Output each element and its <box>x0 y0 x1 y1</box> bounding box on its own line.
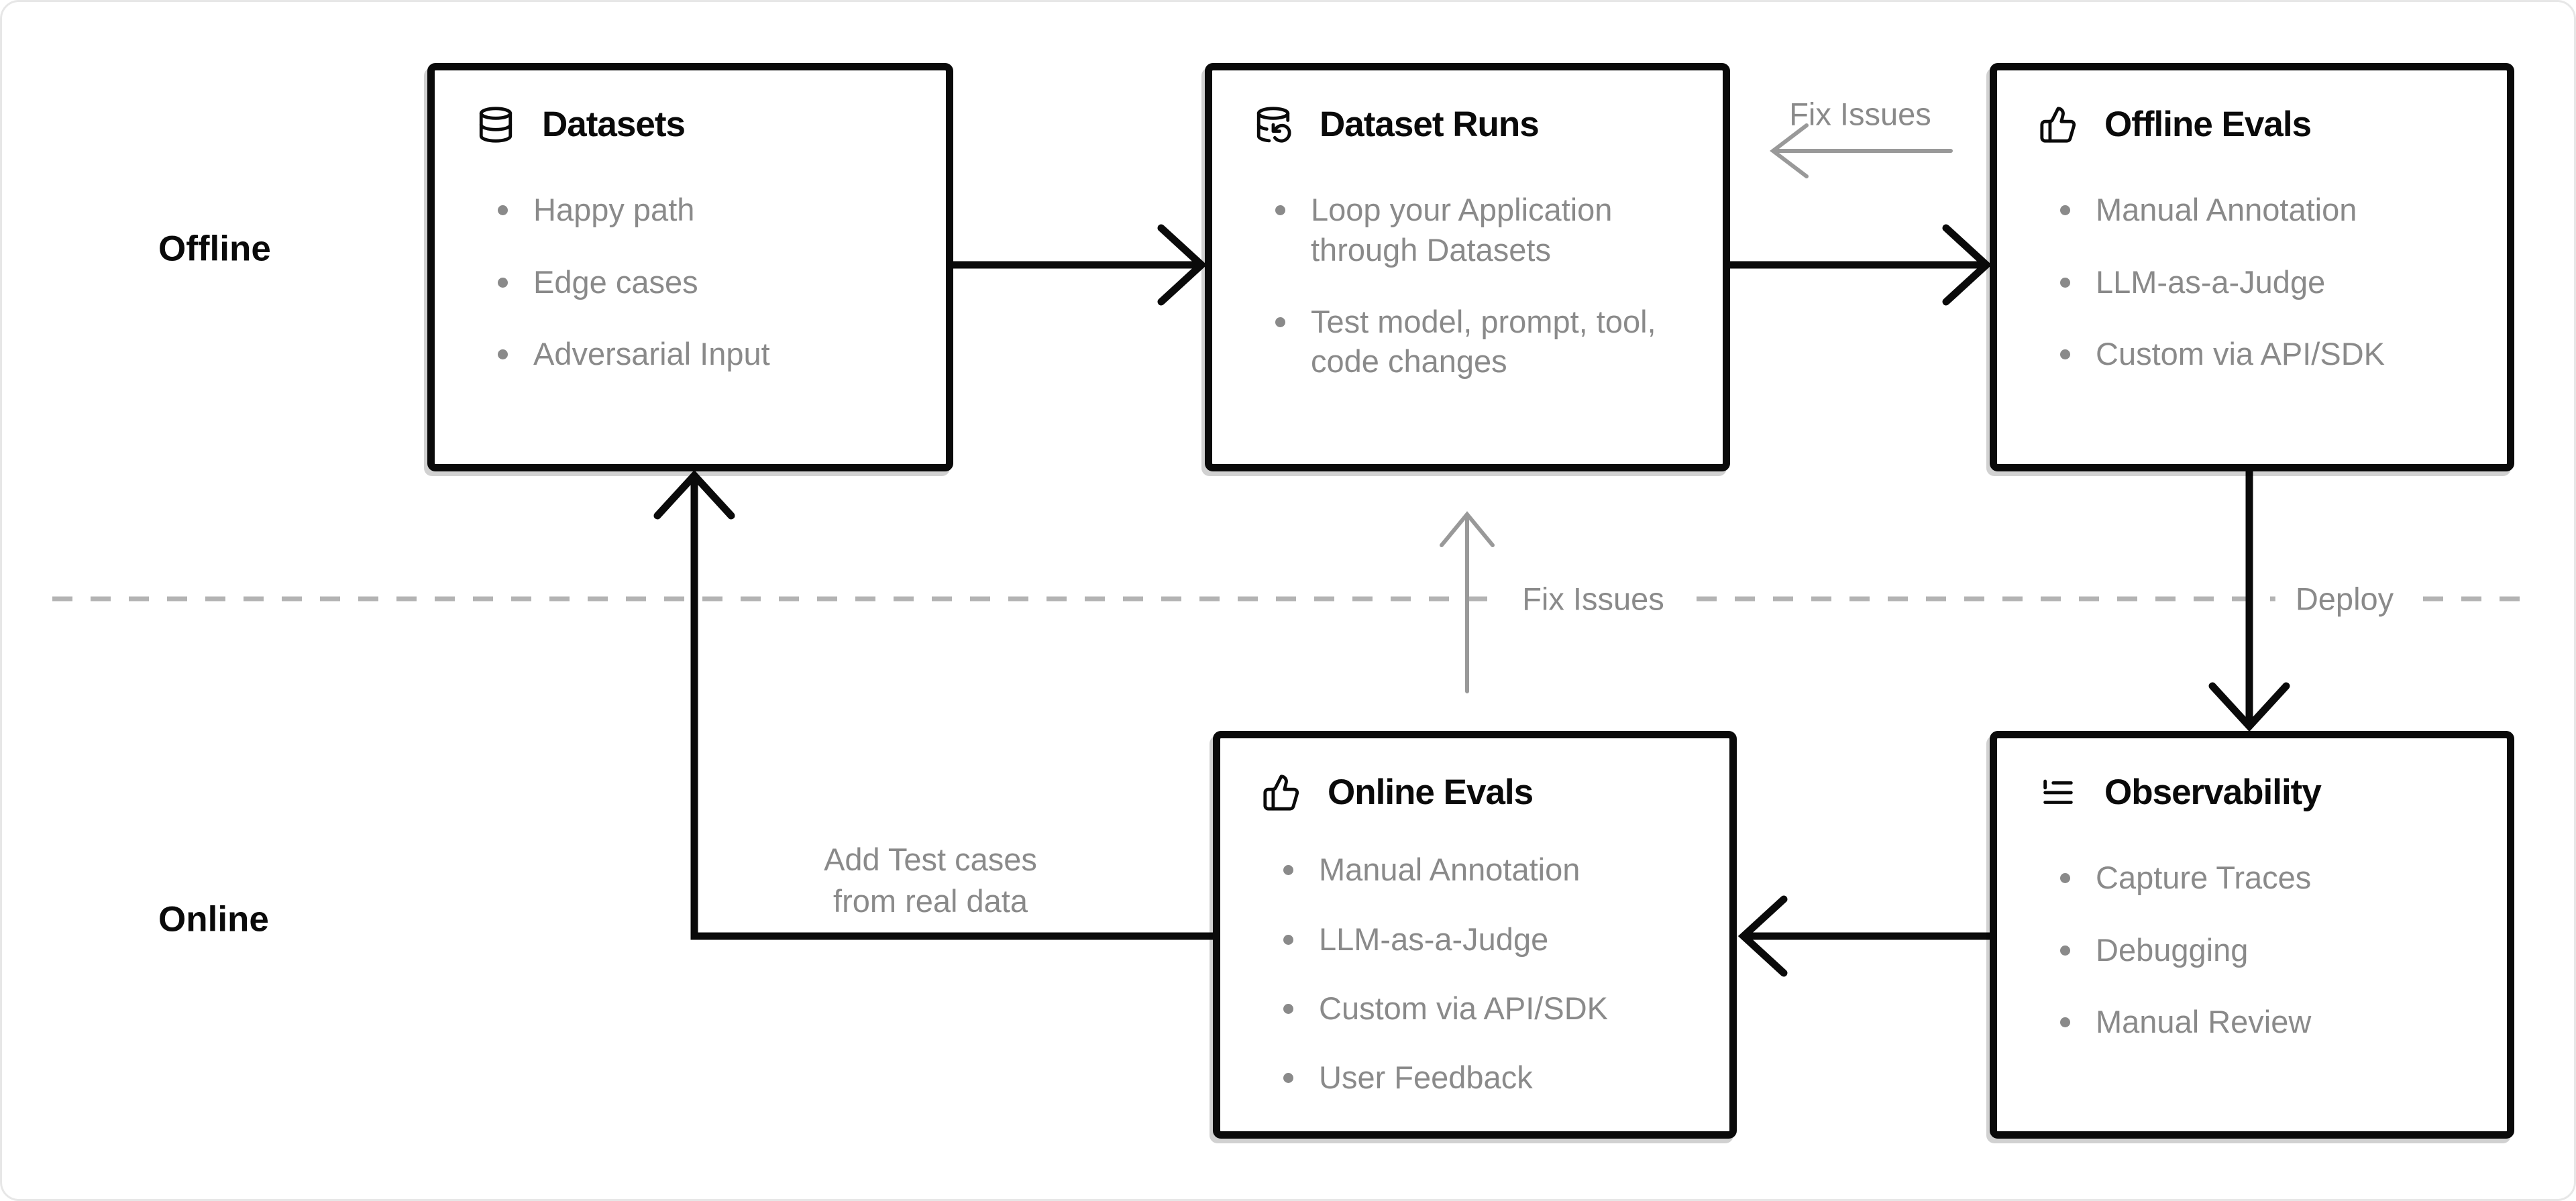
box-online-evals: Online Evals Manual Annotation LLM-as-a-… <box>1213 731 1737 1139</box>
box-dataset-runs-header: Dataset Runs <box>1254 105 1681 144</box>
box-observability-header: Observability <box>2039 773 2465 812</box>
bullet-dot <box>2060 205 2070 216</box>
bullet-dot <box>2060 1017 2070 1027</box>
bullet-dot <box>1283 934 1293 945</box>
box-dataset-runs-list: Loop your Application through Datasets T… <box>1254 190 1681 381</box>
arrow-datasets-to-dataset-runs <box>949 224 1208 306</box>
bullet-dot <box>1283 865 1293 876</box>
list-item: Manual Annotation <box>1283 850 1688 889</box>
box-datasets-list: Happy path Edge cases Adversarial Input <box>476 190 904 374</box>
list-item: Capture Traces <box>2060 858 2465 897</box>
row-label-offline: Offline <box>158 229 271 269</box>
box-offline-evals-list: Manual Annotation LLM-as-a-Judge Custom … <box>2039 190 2465 374</box>
arrow-observability-to-online-evals <box>1737 895 1994 977</box>
database-icon <box>476 105 515 144</box>
list-item: Custom via API/SDK <box>2060 334 2465 374</box>
list-item: Manual Annotation <box>2060 190 2465 229</box>
edge-label-fix-issues-top: Fix Issues <box>1789 96 1931 132</box>
arrow-fix-issues-top <box>1770 123 1953 178</box>
add-test-cases-line2: from real data <box>833 882 1028 919</box>
box-online-evals-title: Online Evals <box>1328 773 1534 812</box>
arrow-fix-issues-middle <box>1440 511 1495 693</box>
list-item: Custom via API/SDK <box>1283 988 1688 1028</box>
box-offline-evals-title: Offline Evals <box>2104 105 2312 144</box>
box-observability-list: Capture Traces Debugging Manual Review <box>2039 858 2465 1041</box>
bullet-dot <box>2060 945 2070 956</box>
bullet-dot <box>498 349 508 359</box>
list-item: Loop your Application through Datasets <box>1275 190 1681 269</box>
box-online-evals-header: Online Evals <box>1262 773 1688 812</box>
list-item: Test model, prompt, tool, code changes <box>1275 302 1681 381</box>
list-item: Happy path <box>498 190 904 229</box>
thumbs-up-icon <box>1262 773 1301 812</box>
bullet-dot <box>1283 1072 1293 1083</box>
bullet-dot <box>2060 873 2070 884</box>
bullet-dot <box>498 277 508 288</box>
list-icon <box>2039 773 2078 812</box>
edge-label-fix-issues-middle: Fix Issues <box>1502 576 1684 622</box>
arrow-offline-evals-to-observability <box>2208 467 2290 732</box>
bullet-dot <box>2060 277 2070 288</box>
box-observability: Observability Capture Traces Debugging M… <box>1990 731 2514 1139</box>
list-item: Edge cases <box>498 262 904 302</box>
bullet-dot <box>1275 317 1285 327</box>
thumbs-up-icon <box>2039 105 2078 144</box>
list-item: LLM-as-a-Judge <box>1283 919 1688 959</box>
add-test-cases-line1: Add Test cases <box>824 841 1037 877</box>
box-offline-evals: Offline Evals Manual Annotation LLM-as-a… <box>1990 63 2514 471</box>
database-refresh-icon <box>1254 105 1293 144</box>
list-item: Adversarial Input <box>498 334 904 374</box>
box-online-evals-list: Manual Annotation LLM-as-a-Judge Custom … <box>1262 850 1688 1097</box>
list-item: Manual Review <box>2060 1002 2465 1041</box>
box-datasets-header: Datasets <box>476 105 904 144</box>
box-offline-evals-header: Offline Evals <box>2039 105 2465 144</box>
box-datasets-title: Datasets <box>542 105 686 144</box>
box-dataset-runs-title: Dataset Runs <box>1320 105 1540 144</box>
row-label-online: Online <box>158 899 269 939</box>
bullet-dot <box>2060 349 2070 359</box>
box-observability-title: Observability <box>2104 773 2322 812</box>
box-dataset-runs: Dataset Runs Loop your Application throu… <box>1205 63 1730 471</box>
box-datasets: Datasets Happy path Edge cases Adversari… <box>427 63 953 471</box>
edge-label-add-test-cases: Add Test cases from real data <box>696 839 1165 922</box>
list-item: Debugging <box>2060 930 2465 970</box>
arrow-online-evals-to-datasets <box>653 469 1217 940</box>
bullet-dot <box>1275 205 1285 216</box>
bullet-dot <box>498 205 508 216</box>
list-item: LLM-as-a-Judge <box>2060 262 2465 302</box>
arrow-dataset-runs-to-offline-evals <box>1726 224 1992 306</box>
list-item: User Feedback <box>1283 1057 1688 1097</box>
bullet-dot <box>1283 1003 1293 1014</box>
edge-label-deploy: Deploy <box>2275 576 2414 622</box>
